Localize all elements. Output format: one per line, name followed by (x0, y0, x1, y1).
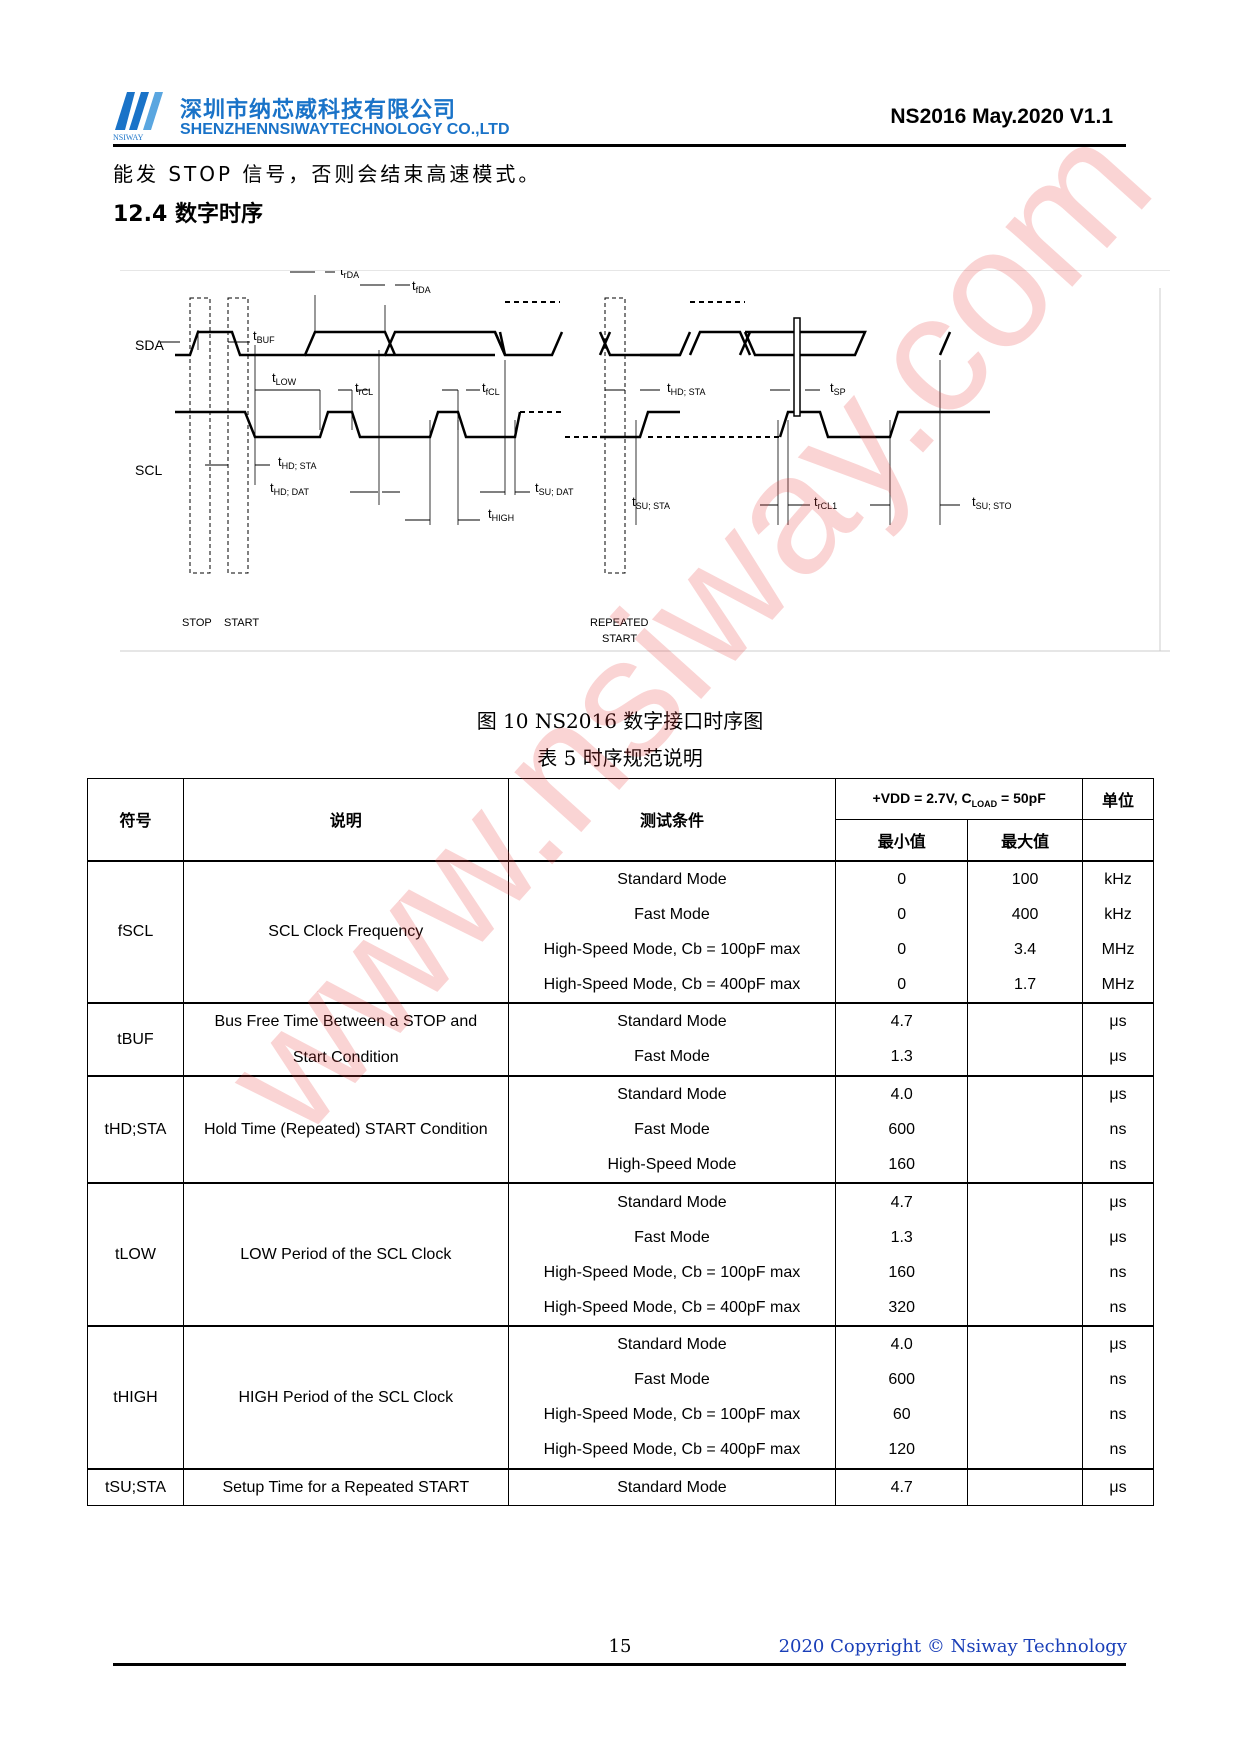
label-trcl1: trCL1 (814, 494, 837, 511)
sda-label: SDA (135, 337, 164, 353)
label-tsudat: tSU; DAT (535, 480, 574, 497)
stop-marker (189, 297, 211, 574)
cell-description: LOW Period of the SCL Clock (182, 1182, 509, 1327)
company-name-en: SHENZHENNSIWAYTECHNOLOGY CO.,LTD (180, 121, 510, 138)
timing-diagram: SDA SCL (120, 270, 1170, 652)
company-name-cn: 深圳市纳芯威科技有限公司 (180, 98, 457, 123)
header-vdd: +VDD = 2.7V, CLOAD = 50pF (835, 778, 1084, 820)
cell-symbol: tSU;STA (87, 1467, 184, 1507)
start-marker (227, 297, 249, 574)
cell-description: Setup Time for a Repeated START (182, 1467, 509, 1507)
label-tlow: tLOW (272, 370, 297, 387)
label-thdsta-repeated: tHD; STA (667, 380, 705, 397)
cell-symbol: fSCL (87, 859, 184, 1004)
header-description: 说明 (182, 778, 509, 861)
label-tsusto: tSU; STO (972, 494, 1011, 511)
table-caption: 表 5 时序规范说明 (537, 746, 703, 770)
header-symbol: 符号 (87, 778, 184, 861)
header-unit: 单位 (1082, 778, 1154, 820)
section-title: 12.4 数字时序 (113, 202, 263, 227)
label-trcl: trCL (355, 380, 373, 397)
label-tsp: tSP (830, 380, 846, 397)
cell-description: Hold Time (Repeated) START Condition (182, 1074, 509, 1184)
figure-caption: 图 10 NS2016 数字接口时序图 (476, 709, 764, 733)
cell-description: SCL Clock Frequency (182, 859, 509, 1004)
header-max: 最大值 (967, 819, 1084, 861)
sda-waveform (175, 330, 952, 357)
label-trda: trDA (340, 270, 359, 280)
cell-condition: Standard Mode (507, 1467, 837, 1507)
label-tfcl: tfCL (482, 380, 500, 397)
cell-max (967, 1182, 1084, 1327)
timing-spec-table: 符号 说明 测试条件 +VDD = 2.7V, CLOAD = 50pF 单位 … (87, 778, 1154, 1507)
cell-symbol: tHIGH (87, 1325, 184, 1470)
label-repeated-start: START (602, 633, 637, 645)
label-thddat: tHD; DAT (270, 480, 309, 497)
cell-max (967, 1467, 1084, 1507)
cell-symbol: tBUF (87, 1002, 184, 1077)
company-logo-icon: NSIWAY (113, 92, 163, 142)
cell-symbol: tLOW (87, 1182, 184, 1327)
label-tbuf: tBUF (253, 328, 275, 345)
footer-rule (113, 1663, 1126, 1666)
cell-max (967, 1325, 1084, 1470)
label-tfda: tfDA (412, 278, 431, 295)
header-min: 最小值 (835, 819, 969, 861)
intro-text: 能发 STOP 信号，否则会结束高速模式。 (113, 162, 542, 186)
label-thigh: tHIGH (488, 506, 514, 523)
scl-label: SCL (135, 462, 162, 478)
cell-max (967, 1002, 1084, 1077)
copyright: 2020 Copyright © Nsiway Technology (778, 1636, 1127, 1657)
cell-max (967, 1074, 1084, 1184)
logo-text: NSIWAY (113, 133, 144, 142)
repeated-start-marker (604, 297, 626, 574)
header-unit-blank (1082, 819, 1154, 861)
cell-description: HIGH Period of the SCL Clock (182, 1325, 509, 1470)
cell-unit: μs (1082, 1467, 1154, 1507)
label-stop: STOP (182, 617, 212, 629)
page-number: 15 (608, 1636, 632, 1657)
header-rule (113, 144, 1126, 147)
cell-min: 4.7 (835, 1467, 969, 1507)
label-repeated: REPEATED (590, 617, 649, 629)
label-start: START (224, 617, 259, 629)
label-tsusta: tSU; STA (632, 494, 670, 511)
cell-symbol: tHD;STA (87, 1074, 184, 1184)
label-thdsta: tHD; STA (278, 454, 316, 471)
document-id: NS2016 May.2020 V1.1 (890, 105, 1113, 128)
